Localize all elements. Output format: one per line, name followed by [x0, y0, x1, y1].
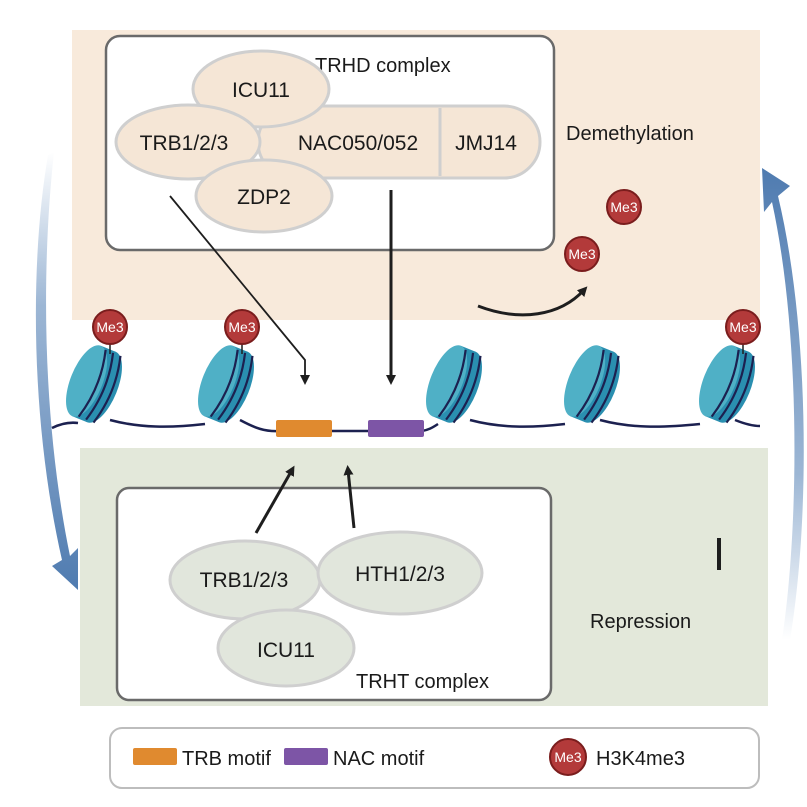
protein-label-zdp2: ZDP2 — [237, 186, 291, 209]
protein-icu11-top — [191, 49, 331, 129]
legend-nac-label: NAC motif — [333, 748, 425, 770]
svg-text:Me3: Me3 — [610, 199, 637, 215]
dna-wrap — [217, 352, 247, 421]
nucleosome — [564, 345, 620, 424]
dna-strand — [51, 418, 761, 433]
demethylation-arrow — [477, 286, 588, 317]
protein-label-nac: NAC050/052 — [298, 132, 418, 155]
nac-motif — [368, 420, 424, 437]
trht-trb-arrow — [254, 465, 295, 534]
cycle-arrow-down-icon — [35, 152, 78, 590]
legend-nac-swatch — [284, 748, 328, 765]
protein-label-icu11-bottom: ICU11 — [257, 639, 315, 662]
nucleosome — [426, 345, 482, 424]
protein-zdp2 — [194, 158, 334, 234]
nucleosome — [699, 345, 755, 424]
dna-wrap — [718, 352, 748, 421]
released-me3-mark: Me3 — [606, 189, 642, 225]
h3k4me3-mark: Me3 — [92, 309, 128, 354]
dna-wrap — [575, 349, 605, 418]
legend-item-trb: TRB motif — [133, 748, 271, 770]
legend-me3-symbol: Me3 — [554, 749, 581, 765]
me3-label: Me3 — [228, 319, 255, 335]
dna-wrap — [77, 349, 107, 418]
me3-label: Me3 — [729, 319, 756, 335]
dna-wrap — [452, 355, 482, 424]
trht-hth-arrow — [343, 465, 356, 529]
h3k4me3-mark: Me3 — [725, 309, 761, 354]
h3k4me3-mark: Me3 — [224, 309, 260, 354]
svg-text:Me3: Me3 — [568, 246, 595, 262]
legend-item-me3: Me3 H3K4me3 — [549, 738, 685, 776]
dna-wrap — [445, 352, 475, 421]
dna-wrap — [224, 355, 254, 424]
legend-trb-swatch — [133, 748, 177, 765]
cycle-arrow-up-icon — [762, 168, 804, 640]
legend-trb-label: TRB motif — [182, 748, 271, 770]
protein-label-jmj14: JMJ14 — [455, 132, 517, 155]
dna-wrap — [85, 352, 115, 421]
protein-icu11-bottom — [216, 608, 356, 688]
dna-wrap — [209, 349, 239, 418]
me3-icon — [549, 738, 587, 776]
protein-label-icu11-top: ICU11 — [232, 79, 290, 102]
legend-box — [109, 727, 760, 789]
dna-wrap — [710, 349, 740, 418]
protein-label-trb-bottom: TRB1/2/3 — [200, 569, 289, 592]
dna-wrap — [583, 352, 613, 421]
trht-complex-label: TRHT complex — [356, 671, 489, 693]
protein-trb-top — [114, 103, 262, 181]
me3-label: Me3 — [96, 319, 123, 335]
dna-wrap — [590, 355, 620, 424]
nucleosome — [66, 345, 122, 424]
demethylation-label: Demethylation — [566, 123, 694, 145]
trb-motif — [276, 420, 332, 437]
trhd-trb-arrow — [169, 195, 310, 385]
protein-hth — [316, 530, 484, 616]
nucleosome — [198, 345, 254, 424]
legend-me3-label: H3K4me3 — [596, 748, 685, 770]
protein-label-hth: HTH1/2/3 — [355, 563, 445, 586]
repression-label: Repression — [590, 611, 691, 633]
dna-wrap — [725, 355, 755, 424]
protein-label-trb-top: TRB1/2/3 — [140, 132, 229, 155]
nucleosome-track: Me3 Me3 Me3 — [66, 309, 761, 424]
dna-wrap — [92, 355, 122, 424]
legend-item-nac: NAC motif — [284, 748, 425, 770]
trhd-complex-label: TRHD complex — [315, 55, 451, 77]
released-me3-mark: Me3 — [564, 236, 600, 272]
dna-wrap — [437, 349, 467, 418]
